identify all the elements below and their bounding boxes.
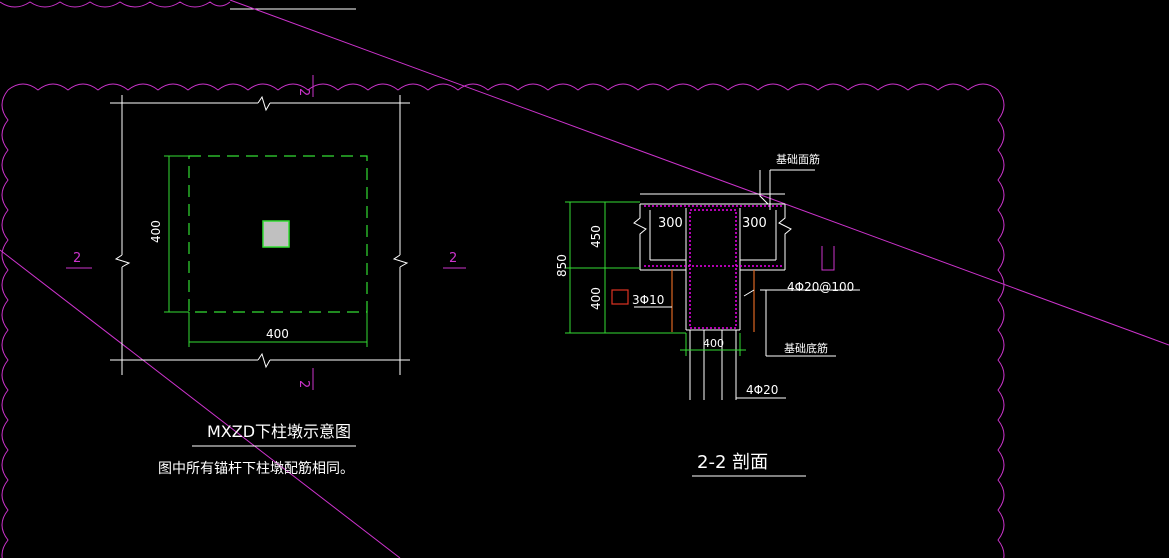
dim-pier-width: 400 [703,337,724,350]
label-top-rebar: 基础面筋 [776,152,820,166]
section-mark-bottom: 2 [296,380,311,388]
section-mark-top: 2 [296,88,311,96]
dim-right-flange: 300 [742,216,767,231]
section-title: 2-2 剖面 [697,452,768,473]
dim-upper: 450 [589,225,603,248]
dim-text-height: 400 [149,220,163,243]
plan-note: 图中所有锚杆下柱墩配筋相同。 [158,460,354,477]
rebar-stirrup: 3Φ10 [632,293,664,307]
top-scallops [0,1,231,8]
pier-outline-dashed [188,155,368,313]
cloud-left-edge [1,89,9,558]
section-mark-right: 2 [449,251,457,266]
diagonal-line-right [229,0,1169,346]
diagonal-line-left [0,249,401,558]
rebar-side: 4Φ20@100 [787,280,854,294]
dim-lower: 400 [589,287,603,310]
cloud-top-right-edge [7,83,1005,558]
anchor-rod-square [262,220,290,248]
section-mark-left: 2 [73,251,81,266]
plan-title: MXZD下柱墩示意图 [207,422,351,441]
dim-text-width: 400 [266,327,289,341]
section-2-2-drawing [565,169,860,477]
dim-total-height: 850 [555,254,569,277]
revision-cloud-border [1,83,1005,558]
pier-plan-drawing [66,75,466,447]
rebar-bottom: 4Φ20 [746,383,778,397]
label-bottom-rebar: 基础底筋 [784,341,828,355]
dim-left-flange: 300 [658,216,683,231]
rebar-mark-box [611,289,629,305]
